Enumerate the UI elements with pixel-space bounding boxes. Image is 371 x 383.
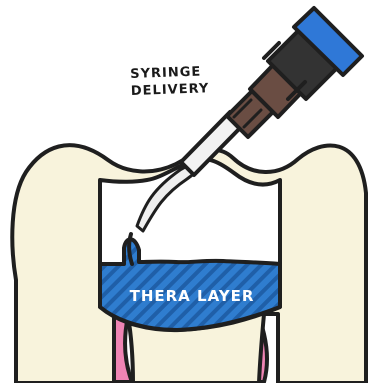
thera-layer-label: THERA LAYER bbox=[117, 287, 267, 305]
syringe-delivery-label: SYRINGE DELIVERY bbox=[130, 62, 241, 100]
